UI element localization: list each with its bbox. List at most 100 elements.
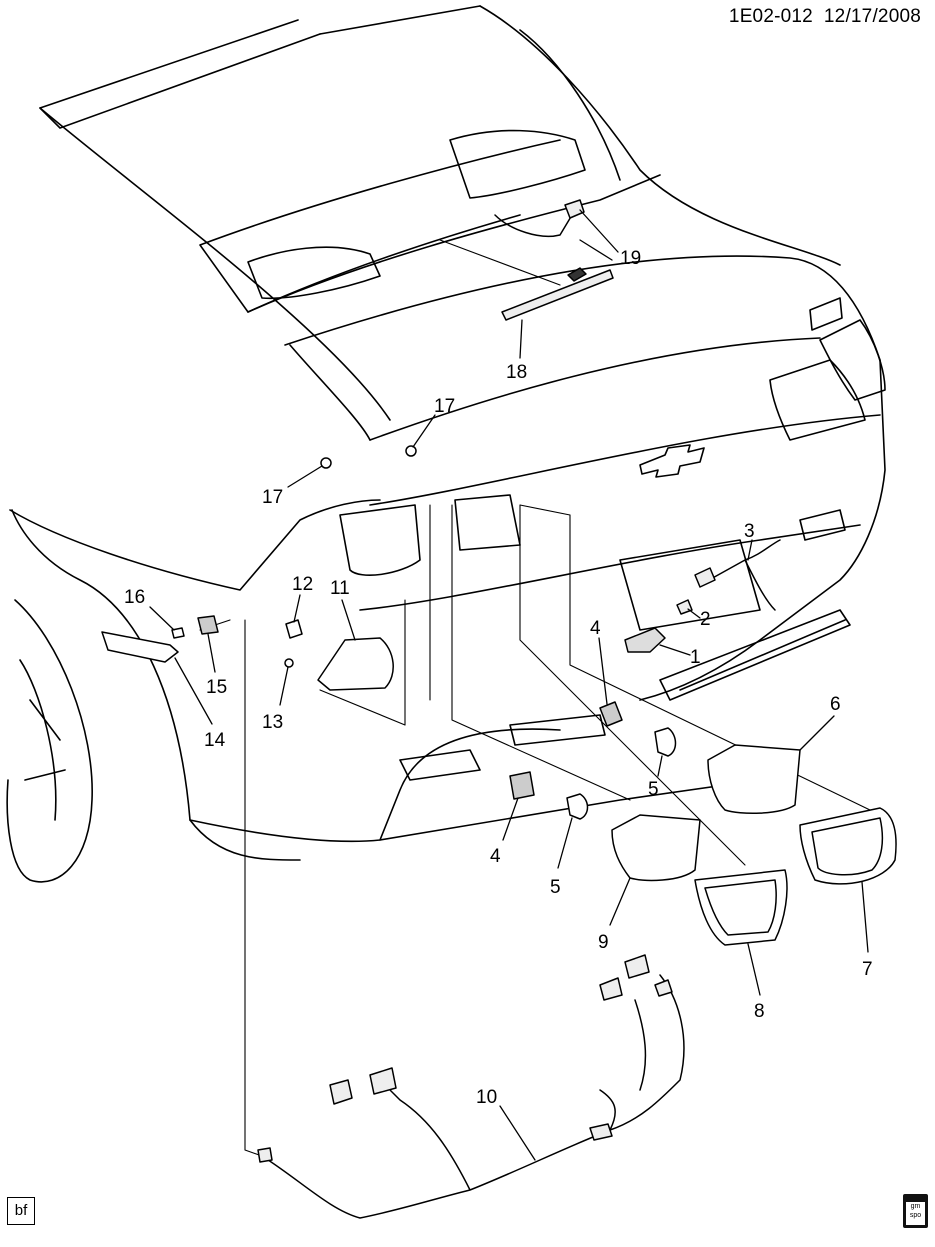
- part-1-license-lamp: [624, 627, 666, 653]
- callout-labels: 1 2 3 4 4 5 5 6 7 8 9 10 11 12 13 14 15 …: [124, 248, 873, 1108]
- leader-3: [747, 539, 753, 561]
- right-taillight-recess: [769, 359, 866, 441]
- part-10-connector-f: [589, 1123, 613, 1141]
- speaker-left: [247, 246, 381, 300]
- part-5-bulb-a: [654, 727, 677, 757]
- leader-lamp-11: [319, 599, 406, 726]
- callout-13: 13: [262, 712, 283, 733]
- rear-fascia-lower: [359, 524, 861, 611]
- callout-10: 10: [476, 1087, 497, 1108]
- callout-4b: 4: [490, 846, 501, 867]
- part-2-bulb: [676, 599, 693, 615]
- leader-6: [799, 715, 835, 751]
- leader-4b: [502, 797, 519, 841]
- callout-17b: 17: [434, 396, 455, 417]
- leader-9: [609, 877, 631, 926]
- license-pocket: [619, 539, 761, 631]
- left-wheel-rim: [19, 659, 66, 821]
- part-9-lamp: [611, 814, 701, 882]
- left-quarter: [9, 499, 381, 591]
- leader-7: [861, 881, 869, 953]
- part-17-grommet-a: [320, 457, 332, 469]
- left-fender-curve: [11, 509, 301, 861]
- left-taillight-recess-inner: [454, 494, 521, 551]
- part-10-harness: [261, 974, 685, 1219]
- callout-14: 14: [204, 730, 226, 751]
- part-7-bezel: [799, 807, 897, 885]
- part-17-grommet-b: [405, 445, 417, 457]
- chevrolet-emblem: [639, 444, 705, 478]
- leader-17b: [412, 414, 436, 448]
- leader-2: [687, 608, 701, 619]
- gm-spo-logo-text: gm spo: [906, 1202, 925, 1225]
- leader-5b: [557, 817, 573, 869]
- part-13-fastener: [284, 658, 294, 668]
- callout-5a: 5: [648, 779, 659, 800]
- roof-seam: [479, 5, 841, 266]
- callout-leaders: [149, 209, 869, 1161]
- part-3-connector: [694, 567, 716, 588]
- callout-3: 3: [744, 521, 755, 542]
- left-bumper: [189, 728, 561, 843]
- leader-lines: [199, 239, 871, 1157]
- callout-9: 9: [598, 932, 609, 953]
- gm-spo-logo: gm spo: [903, 1194, 928, 1228]
- part-14-side-marker: [101, 631, 179, 663]
- callout-11: 11: [330, 578, 350, 599]
- callout-15: 15: [206, 677, 227, 698]
- bf-tag: bf: [7, 1197, 35, 1225]
- part-10-connector-e: [654, 979, 673, 997]
- leader-13: [279, 666, 289, 706]
- rear-shelf: [247, 174, 661, 313]
- leader-11: [341, 599, 356, 641]
- left-wheel: [6, 599, 93, 883]
- callout-7: 7: [862, 959, 873, 980]
- diagram-id: 1E02-012: [728, 6, 813, 27]
- diagram-header: 1E02-012 12/17/2008: [729, 6, 921, 28]
- part-18-connector: [567, 267, 587, 282]
- part-10-connector-b: [369, 1067, 397, 1095]
- rear-fascia-top: [369, 414, 881, 506]
- rear-window: [39, 5, 481, 421]
- callout-16: 16: [124, 587, 145, 608]
- part-12-fastener: [285, 619, 303, 639]
- callout-6: 6: [830, 694, 841, 715]
- diagram-date: 12/17/2008: [823, 6, 921, 27]
- leader-4a: [598, 637, 608, 705]
- callout-1: 1: [690, 647, 701, 668]
- part-19-connector: [564, 199, 585, 219]
- part-10-connector-a: [329, 1079, 353, 1105]
- part-6-lamp: [707, 744, 801, 815]
- part-19-harness: [494, 209, 576, 237]
- trunk-lid-edge: [369, 337, 821, 441]
- leader-5a: [657, 755, 663, 777]
- trunk-lid: [284, 255, 881, 361]
- diffuser: [659, 609, 851, 701]
- callout-2: 2: [700, 609, 711, 630]
- part-18-center-high-mount-lamp: [501, 269, 614, 321]
- part-8-bezel: [694, 869, 788, 946]
- callout-4a: 4: [590, 618, 601, 639]
- part-5-bulb-b: [566, 793, 589, 820]
- part-4-socket-a: [599, 701, 623, 727]
- left-taillight-recess: [339, 504, 421, 576]
- quarter-right: [519, 29, 621, 181]
- part-3-harness: [699, 539, 781, 611]
- part-11-housing: [317, 637, 394, 691]
- vent-left: [399, 749, 481, 781]
- leader-harness-left: [244, 619, 263, 1157]
- callout-17a: 17: [262, 487, 283, 508]
- leader-lamp-18: [439, 239, 561, 286]
- callout-19: 19: [620, 248, 641, 269]
- part-10-connector-g: [257, 1147, 273, 1163]
- leader-8: [747, 943, 761, 996]
- callout-5b: 5: [550, 877, 561, 898]
- leader-19: [579, 209, 619, 261]
- leader-1: [659, 644, 691, 656]
- part-10-connector-c: [599, 977, 623, 1001]
- leader-lamp-8: [519, 504, 746, 866]
- leader-15: [207, 633, 216, 673]
- parts: [101, 199, 897, 1219]
- part-15-socket: [197, 615, 219, 635]
- callout-18: 18: [506, 362, 527, 383]
